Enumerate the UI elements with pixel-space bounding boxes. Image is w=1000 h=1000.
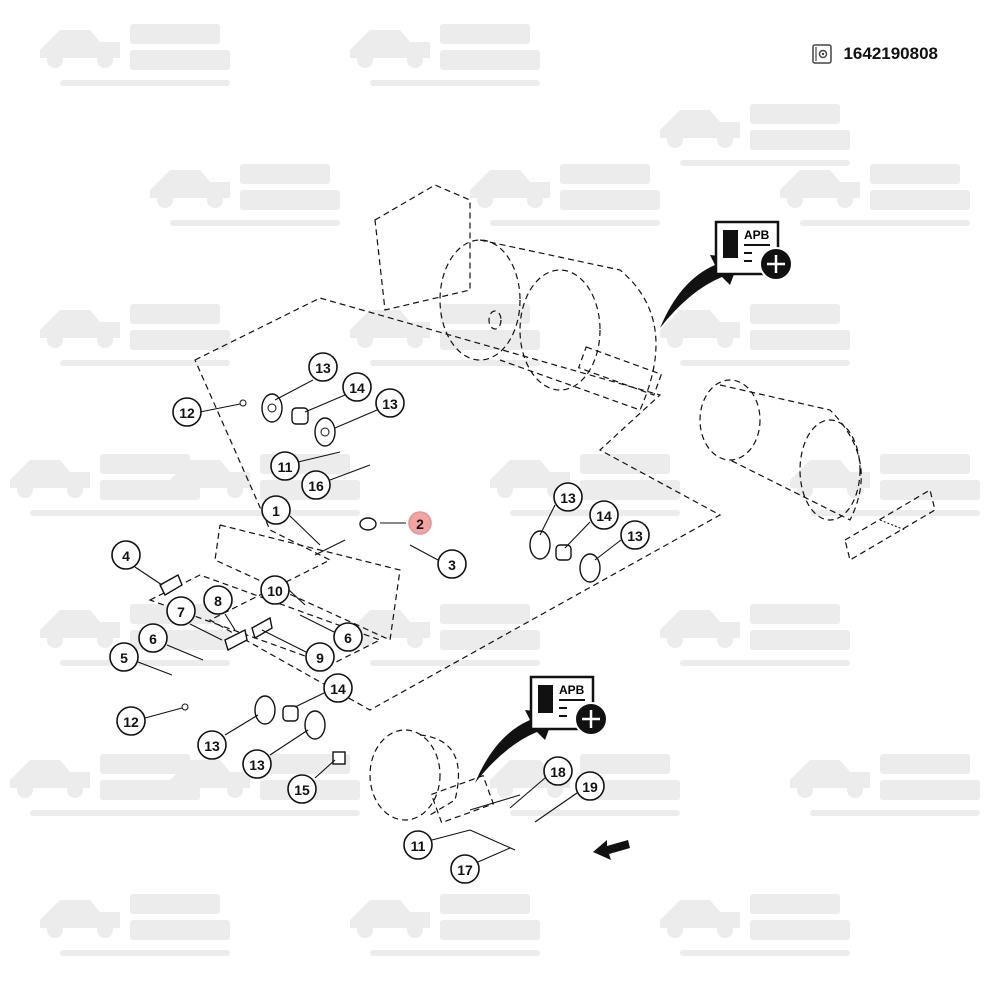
callout-label: 5 <box>120 650 128 666</box>
callout-label: 13 <box>249 757 265 773</box>
callout-6[interactable]: 6 <box>333 622 363 652</box>
callout-19[interactable]: 19 <box>575 771 605 801</box>
callout-label: 13 <box>315 360 331 376</box>
callout-10[interactable]: 10 <box>260 575 290 605</box>
callout-label: 6 <box>149 631 157 647</box>
callout-label: 14 <box>330 681 346 697</box>
add-plus-icon[interactable] <box>574 702 608 736</box>
callout-label: 13 <box>627 528 643 544</box>
callout-label: 9 <box>316 650 324 666</box>
callout-13[interactable]: 13 <box>308 352 338 382</box>
callout-label: 4 <box>122 548 130 564</box>
right-drum <box>699 379 936 561</box>
callout-label: 17 <box>457 862 473 878</box>
apb-label: APB <box>744 228 770 242</box>
callout-label: 3 <box>448 557 456 573</box>
callout-12[interactable]: 12 <box>116 706 146 736</box>
bearing-parts <box>159 393 601 765</box>
callout-15[interactable]: 15 <box>287 774 317 804</box>
callout-14[interactable]: 14 <box>323 673 353 703</box>
lower-disc <box>369 729 521 851</box>
callout-label: 14 <box>349 380 365 396</box>
callout-17[interactable]: 17 <box>450 854 480 884</box>
callout-8[interactable]: 8 <box>203 585 233 615</box>
callout-9[interactable]: 9 <box>305 642 335 672</box>
callout-5[interactable]: 5 <box>109 642 139 672</box>
callout-label: 15 <box>294 782 310 798</box>
callout-7[interactable]: 7 <box>166 596 196 626</box>
catalog-gear-icon <box>812 44 833 64</box>
callout-label: 10 <box>267 583 283 599</box>
callout-label: 16 <box>308 478 324 494</box>
part-code-header: 1642190808 <box>811 43 938 65</box>
callout-16[interactable]: 16 <box>301 470 331 500</box>
add-plus-icon[interactable] <box>759 247 793 281</box>
callout-13[interactable]: 13 <box>620 520 650 550</box>
callout-13[interactable]: 13 <box>553 482 583 512</box>
callout-label: 13 <box>382 396 398 412</box>
part-code: 1642190808 <box>843 44 938 63</box>
callout-14[interactable]: 14 <box>589 500 619 530</box>
upper-drum <box>439 239 663 411</box>
callout-13[interactable]: 13 <box>242 749 272 779</box>
callout-label: 19 <box>582 779 598 795</box>
leader-lines <box>134 379 622 863</box>
callout-14[interactable]: 14 <box>342 372 372 402</box>
callout-2[interactable]: 2 <box>408 511 432 535</box>
callout-13[interactable]: 13 <box>197 730 227 760</box>
callout-label: 14 <box>596 508 612 524</box>
housing-outline <box>148 184 722 711</box>
callout-label: 2 <box>416 516 424 532</box>
callout-4[interactable]: 4 <box>111 540 141 570</box>
callout-label: 7 <box>177 604 185 620</box>
direction-arrow-icon <box>593 840 630 860</box>
callout-label: 13 <box>560 490 576 506</box>
apb-label: APB <box>559 683 585 697</box>
callout-label: 11 <box>278 459 293 475</box>
callout-1[interactable]: 1 <box>261 495 291 525</box>
callout-label: 6 <box>344 630 352 646</box>
callout-label: 11 <box>411 838 426 854</box>
callout-6[interactable]: 6 <box>138 623 168 653</box>
callout-11[interactable]: 11 <box>403 830 433 860</box>
callout-12[interactable]: 12 <box>172 397 202 427</box>
callout-label: 12 <box>123 714 139 730</box>
callout-label: 13 <box>204 738 220 754</box>
callout-18[interactable]: 18 <box>543 756 573 786</box>
callout-11[interactable]: 11 <box>270 451 300 481</box>
callout-13[interactable]: 13 <box>375 388 405 418</box>
apb-badge-lower[interactable]: APB <box>475 675 608 783</box>
callout-3[interactable]: 3 <box>437 549 467 579</box>
callout-label: 18 <box>550 764 566 780</box>
callout-label: 8 <box>214 593 222 609</box>
callout-label: 12 <box>179 405 195 421</box>
callout-label: 1 <box>272 503 280 519</box>
apb-badge-upper[interactable]: APB <box>660 220 793 328</box>
